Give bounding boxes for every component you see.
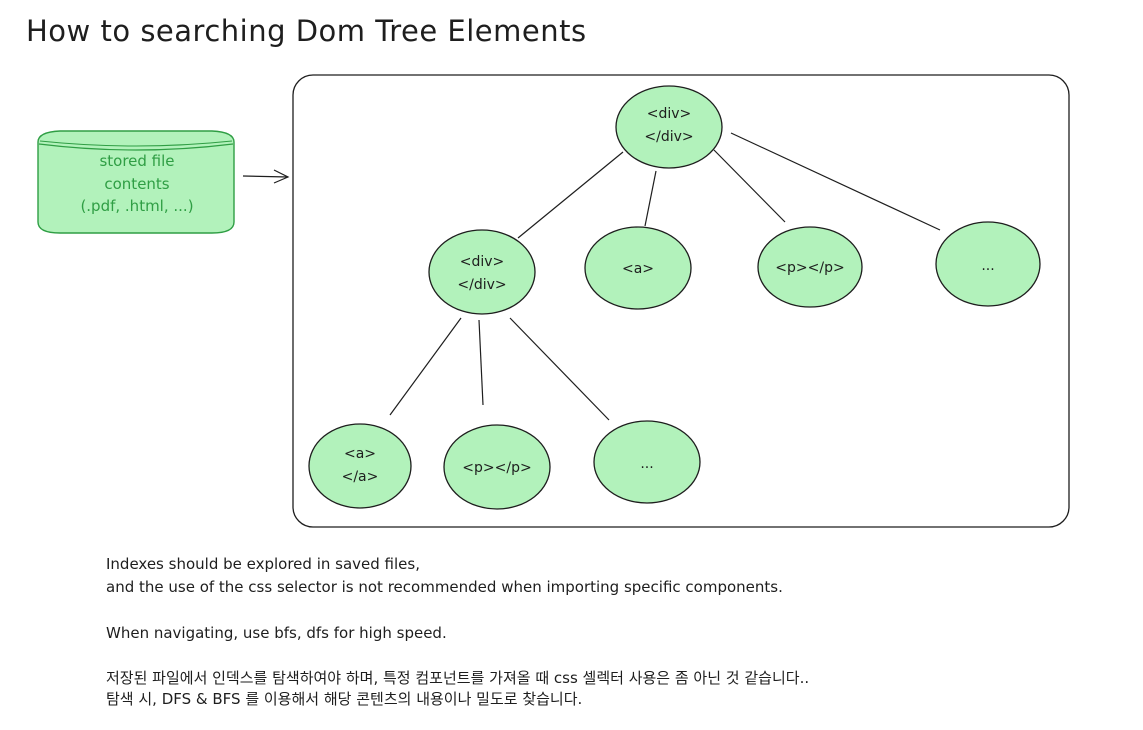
tree-node-p: <p></p> xyxy=(757,226,863,308)
tree-node-more: ... xyxy=(935,221,1041,307)
node-label: <a> xyxy=(622,261,654,277)
note-line: Indexes should be explored in saved file… xyxy=(106,555,420,573)
tree-node-root: <div> </div> xyxy=(615,85,723,169)
diagram-title: How to searching Dom Tree Elements xyxy=(26,14,587,48)
tree-frame xyxy=(292,74,1070,528)
tree-edges xyxy=(389,132,941,421)
node-label: </a> xyxy=(342,469,379,485)
tree-node-more-child: ... xyxy=(593,420,701,504)
storage-cylinder: stored file contents (.pdf, .html, ...) xyxy=(37,130,235,234)
note-line: When navigating, use bfs, dfs for high s… xyxy=(106,624,447,642)
arrow xyxy=(242,169,290,184)
tree-node-div: <div> </div> xyxy=(428,229,536,315)
node-label: <p></p> xyxy=(462,460,531,476)
node-label: ... xyxy=(640,456,653,472)
node-label: <p></p> xyxy=(775,260,844,276)
node-label: <a> xyxy=(344,446,376,462)
note-line-korean: 탐색 시, DFS & BFS 를 이용해서 해당 콘텐츠의 내용이나 밀도로 … xyxy=(106,690,583,708)
node-label: <div> xyxy=(460,254,505,270)
node-label: </div> xyxy=(457,277,506,293)
note-line: and the use of the css selector is not r… xyxy=(106,578,783,596)
tree-node-a: <a> xyxy=(584,226,692,310)
tree-node-p-child: <p></p> xyxy=(443,424,551,510)
note-line-korean: 저장된 파일에서 인덱스를 탐색하여야 하며, 특정 컴포넌트를 가져올 때 c… xyxy=(106,669,810,687)
storage-label-line2: contents xyxy=(104,175,169,193)
node-label: </div> xyxy=(644,129,693,145)
tree-node-a-child: <a> </a> xyxy=(308,423,412,509)
storage-label-line1: stored file xyxy=(99,152,174,170)
storage-label-line3: (.pdf, .html, ...) xyxy=(80,197,193,215)
node-label: ... xyxy=(981,258,994,274)
node-label: <div> xyxy=(647,106,692,122)
notes-block: Indexes should be explored in saved file… xyxy=(106,553,1086,710)
